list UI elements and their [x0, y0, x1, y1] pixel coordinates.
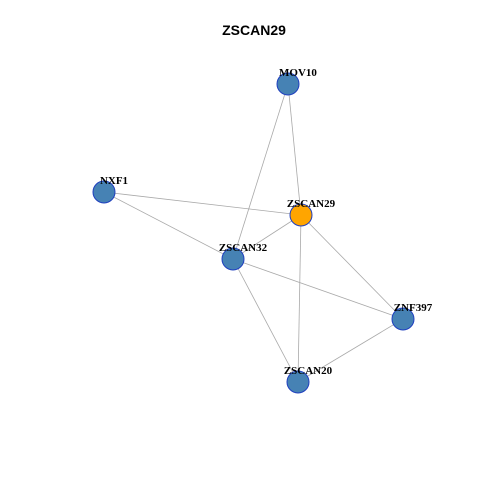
node-label-nxf1: NXF1 — [100, 175, 128, 187]
graph-title: ZSCAN29 — [222, 22, 286, 38]
edge-znf397-zscan20 — [297, 318, 404, 383]
edge-zscan32-zscan20 — [232, 258, 299, 383]
node-circle-zscan20 — [286, 370, 310, 394]
edge-zscan29-znf397 — [300, 214, 404, 320]
edge-zscan29-zscan20 — [297, 214, 302, 383]
edges-layer — [103, 83, 404, 383]
node-circle-znf397 — [391, 307, 415, 331]
node-label-zscan20: ZSCAN20 — [284, 365, 333, 377]
edge-nxf1-zscan32 — [103, 191, 234, 260]
node-zscan29: ZSCAN29 — [287, 198, 336, 227]
node-mov10: MOV10 — [276, 67, 317, 96]
edge-mov10-zscan32 — [232, 83, 289, 260]
edge-nxf1-zscan29 — [103, 191, 302, 216]
node-label-znf397: ZNF397 — [394, 302, 433, 314]
edge-zscan32-znf397 — [232, 258, 404, 320]
node-label-zscan32: ZSCAN32 — [219, 242, 268, 254]
node-label-mov10: MOV10 — [279, 67, 317, 79]
edge-zscan29-zscan32 — [232, 214, 302, 260]
node-zscan32: ZSCAN32 — [219, 242, 268, 271]
node-nxf1: NXF1 — [92, 175, 128, 204]
node-circle-zscan32 — [221, 247, 245, 271]
node-label-zscan29: ZSCAN29 — [287, 198, 336, 210]
edge-mov10-zscan29 — [287, 83, 302, 216]
node-circle-zscan29 — [289, 203, 313, 227]
node-circle-mov10 — [276, 72, 300, 96]
node-zscan20: ZSCAN20 — [284, 365, 333, 394]
node-circle-nxf1 — [92, 180, 116, 204]
node-znf397: ZNF397 — [391, 302, 433, 331]
